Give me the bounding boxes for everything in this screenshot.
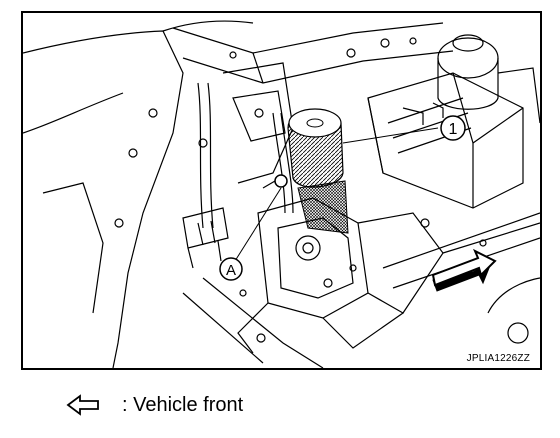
engine-components xyxy=(23,20,540,368)
hatched-part-1 xyxy=(262,108,349,234)
callout-a: A xyxy=(219,257,243,281)
engine-bay-drawing: 1 A xyxy=(23,20,540,368)
arrow-left-icon xyxy=(431,248,497,292)
legend-text: : Vehicle front xyxy=(122,393,244,416)
figure-code: JPLIA1226ZZ xyxy=(466,353,530,364)
callout-1-label: 1 xyxy=(449,121,458,138)
callout-a-label: A xyxy=(226,262,236,279)
callout-1: 1 xyxy=(440,115,466,141)
engine-bay-illustration: 1 A JPLIA1226ZZ xyxy=(21,11,542,370)
hollow-arrow-left-icon xyxy=(66,394,99,416)
legend: : Vehicle front xyxy=(66,390,243,420)
leader-lines xyxy=(234,127,439,262)
